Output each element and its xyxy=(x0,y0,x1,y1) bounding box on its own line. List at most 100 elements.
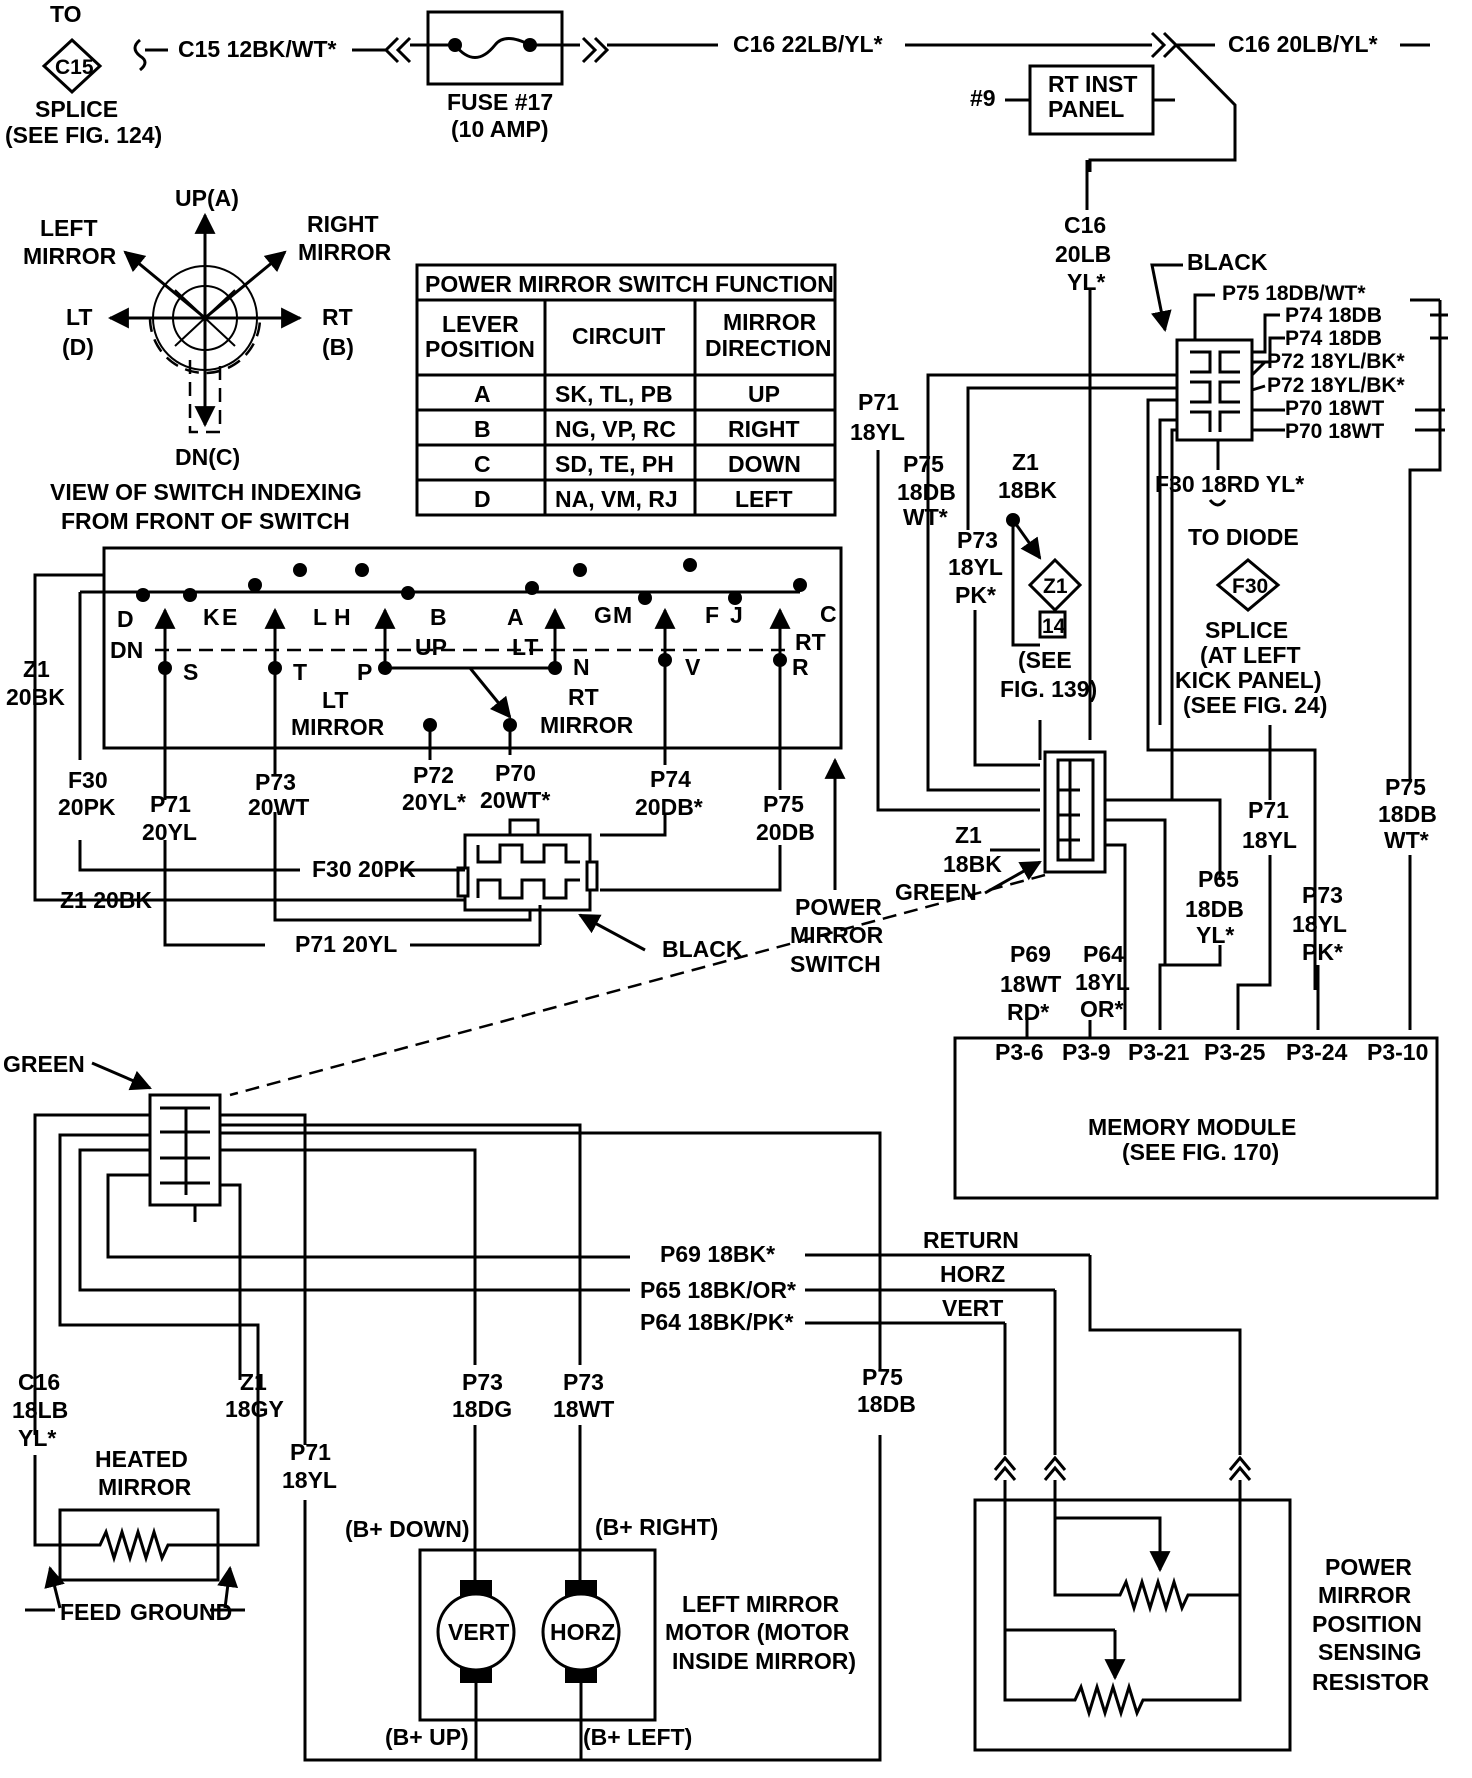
memory-module-title: MEMORY MODULE xyxy=(1088,1114,1296,1140)
p70-label: P70 xyxy=(495,760,536,786)
compass-caption-2: FROM FRONT OF SWITCH xyxy=(61,508,350,534)
table-row-circuit: SK, TL, PB xyxy=(555,381,673,407)
p69-18wt-label-1: P69 xyxy=(1010,941,1051,967)
p73-18yl-right-2: 18YL xyxy=(948,554,1003,580)
p71-label: P71 xyxy=(150,791,191,817)
z1-18bk-right-2: 18BK xyxy=(998,477,1057,503)
table-row-pos: A xyxy=(474,381,491,407)
heated-label: HEATED xyxy=(95,1446,188,1472)
rt-inst-label: RT INST xyxy=(1048,71,1137,97)
splice-label: SPLICE xyxy=(35,96,118,122)
power-mirror-switch-schematic: D K E L H B A G M F J C S T P N V R DN U… xyxy=(6,546,884,977)
p75-label: P75 xyxy=(763,791,804,817)
b-left-label: (B+ LEFT) xyxy=(583,1724,692,1750)
p75-18db-right-b2: 18DB xyxy=(1378,801,1437,827)
z1-18bk-b2: 18BK xyxy=(943,851,1002,877)
p65-18db-label-1: P65 xyxy=(1198,866,1239,892)
memory-module: P3-6 P3-9 P3-21 P3-25 P3-24 P3-10 MEMORY… xyxy=(953,1036,1439,1200)
table-header-lever-1: LEVER xyxy=(442,311,519,337)
pin-v: V xyxy=(685,654,701,680)
green-connector-bottom xyxy=(148,1093,222,1222)
p70-18wt-label-a: P70 18WT xyxy=(1285,397,1384,420)
green-bottom-label: GREEN xyxy=(3,1051,85,1077)
fuse-label: FUSE #17 xyxy=(447,89,553,115)
p71-18yl-bottom-2: 18YL xyxy=(282,1467,337,1493)
position-resistor-box xyxy=(973,1498,1292,1752)
p64-18yl-label-1: P64 xyxy=(1083,941,1124,967)
p73-pk-right: PK* xyxy=(955,582,996,608)
pin-a: A xyxy=(507,604,524,630)
compass-lt-d-label: (D) xyxy=(62,334,94,360)
mirror-label: MIRROR xyxy=(1318,1582,1412,1608)
p73-18yl-right-b1: P73 xyxy=(1302,882,1343,908)
memory-pin-2: P3-9 xyxy=(1062,1039,1111,1065)
p75-18db-right-b1: P75 xyxy=(1385,774,1426,800)
ground-label: GROUND xyxy=(130,1599,232,1625)
f30-label: F30 xyxy=(68,767,108,793)
p73-18yl-right-b2: 18YL xyxy=(1292,911,1347,937)
c16-label: C16 xyxy=(1064,212,1106,238)
p74-label: P74 xyxy=(650,766,691,792)
pin-s: S xyxy=(183,659,198,685)
compass-lt-label: LT xyxy=(66,304,92,330)
compass-right-label: RIGHT xyxy=(307,211,379,237)
z1-label: Z1 xyxy=(23,656,50,682)
p72-label: P72 xyxy=(413,762,454,788)
p71-18yl-right-b2: 18YL xyxy=(1242,827,1297,853)
vert-motor-label: VERT xyxy=(448,1619,509,1645)
pin-e: E xyxy=(222,604,237,630)
p73-label: P73 xyxy=(255,769,296,795)
c16-20lb-sub: 20LB xyxy=(1055,241,1111,267)
num9-label: #9 xyxy=(970,85,996,111)
b-up-label: (B+ UP) xyxy=(385,1724,469,1750)
pin-l: L xyxy=(313,604,327,630)
lt-mirror-label-1: LT xyxy=(322,687,348,713)
z1-18gy-label-1: Z1 xyxy=(240,1369,267,1395)
p75-20db-label: 20DB xyxy=(756,819,815,845)
pin-p: P xyxy=(357,659,372,685)
table-row-circuit: NA, VM, RJ xyxy=(555,486,678,512)
p65-18db-label-2: 18DB xyxy=(1185,896,1244,922)
pin-d: D xyxy=(117,606,134,632)
power-mirror-switch-label-2: MIRROR xyxy=(790,922,884,948)
p71-18yl-right-1: P71 xyxy=(858,389,899,415)
power-label: POWER xyxy=(1325,1554,1412,1580)
p74-18db-label-a: P74 18DB xyxy=(1285,304,1382,327)
f30-splice-id: F30 xyxy=(1232,575,1268,598)
fuse-17-box xyxy=(426,10,564,86)
p71-18yl-bottom-1: P71 xyxy=(290,1439,331,1465)
table-title: POWER MIRROR SWITCH FUNCTION xyxy=(425,271,834,297)
f30-splice-label: SPLICE xyxy=(1205,617,1288,643)
p72-20yl-label: 20YL* xyxy=(402,789,466,815)
p71-18yl-right-2: 18YL xyxy=(850,419,905,445)
sensing-label: SENSING xyxy=(1318,1639,1422,1665)
panel-label: PANEL xyxy=(1048,96,1124,122)
splice-c15-id: C15 xyxy=(55,56,94,79)
p75-wt-right-b: WT* xyxy=(1384,827,1429,853)
see-fig124-label: (SEE FIG. 124) xyxy=(5,122,162,148)
p64-18yl-label-2: 18YL xyxy=(1075,969,1130,995)
p74-20db-label: 20DB* xyxy=(635,794,703,820)
c16-22lb-label: C16 22LB/YL* xyxy=(733,31,883,57)
z1-18bk-b1: Z1 xyxy=(955,822,982,848)
pin-b: B xyxy=(430,604,447,630)
p73-18wt-label-2: 18WT xyxy=(553,1396,614,1422)
green-right-label: GREEN xyxy=(895,879,977,905)
pin-f: F xyxy=(705,602,719,628)
c15-wire-label: C15 12BK/WT* xyxy=(178,36,337,62)
z1-18gy-label-2: 18GY xyxy=(225,1396,284,1422)
table-row-circuit: NG, VP, RC xyxy=(555,416,676,442)
lt-mirror-label-2: MIRROR xyxy=(291,714,385,740)
rt-mirror-label-1: RT xyxy=(568,684,599,710)
p75-18db-bottom-2: 18DB xyxy=(857,1391,916,1417)
switch-connector-black xyxy=(456,818,599,912)
fuse-amp-label: (10 AMP) xyxy=(451,116,549,142)
pin-k: K xyxy=(203,604,220,630)
f30-20pk-label: 20PK xyxy=(58,794,116,820)
see-label: (SEE xyxy=(1018,647,1072,673)
memory-pin-4: P3-25 xyxy=(1204,1039,1266,1065)
p64-18bk-pk-label: P64 18BK/PK* xyxy=(640,1309,793,1335)
resistor-label: RESISTOR xyxy=(1312,1669,1430,1695)
table-row-dir: RIGHT xyxy=(728,416,800,442)
